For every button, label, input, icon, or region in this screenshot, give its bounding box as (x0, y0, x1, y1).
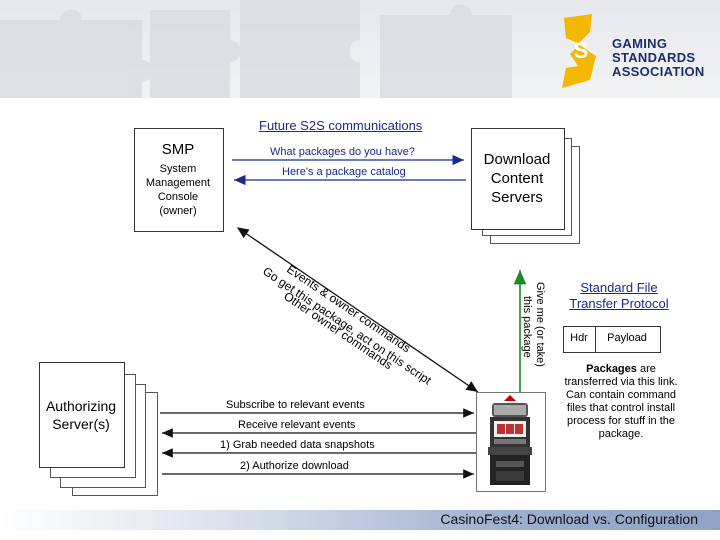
smp-box (134, 128, 224, 232)
msg-receive: Receive relevant events (238, 419, 356, 431)
smp-line-1: System (159, 163, 197, 175)
packages-note-line-4: files that control install (566, 402, 676, 414)
packages-note-line-6: package. (598, 428, 644, 440)
packages-note-bold: Packages (586, 363, 637, 375)
msg-package-catalog: Here's a package catalog (282, 166, 406, 178)
msg-subscribe: Subscribe to relevant events (226, 399, 365, 411)
sftp-line-1: Standard File (580, 280, 658, 295)
auth-line-1: Authorizing (45, 398, 117, 414)
logo-line-3: ASSOCIATION (612, 64, 705, 79)
auth-line-2: Server(s) (52, 416, 110, 432)
logo-line-1: GAMING (612, 36, 668, 51)
footer-title: CasinoFest4: Download vs. Configuration (440, 511, 698, 527)
msg-grab: 1) Grab needed data snapshots (220, 439, 375, 451)
packages-note-line-2: transferred via this link. (564, 376, 678, 388)
svg-text:S: S (574, 38, 589, 63)
download-line-1: Download (483, 151, 551, 168)
puzzle-background (0, 0, 512, 98)
gsa-logo-icon: S (562, 14, 596, 88)
download-box (471, 128, 565, 230)
sftp-line-2: Transfer Protocol (569, 296, 669, 311)
packages-note-line-3: Can contain command (565, 389, 677, 401)
packages-note-line-5: process for stuff in the (566, 415, 676, 427)
future-s2s-title: Future S2S communications (259, 118, 423, 133)
arrow-diagonal (236, 227, 479, 393)
packages-note-rest: are (636, 363, 656, 375)
logo-line-2: STANDARDS (612, 50, 696, 65)
download-line-2: Content (490, 170, 544, 187)
download-line-3: Servers (491, 189, 543, 206)
smp-line-2: Management (145, 177, 211, 189)
packet-payload: Payload (607, 332, 647, 344)
msg-authorize: 2) Authorize download (240, 460, 349, 472)
smp-line-3: Console (157, 191, 199, 203)
give-label-2: this package (521, 296, 533, 358)
packet-hdr: Hdr (570, 332, 588, 344)
auth-box (39, 362, 125, 468)
footer-band (0, 510, 720, 530)
slot-machine-icon (488, 395, 532, 485)
give-label-1: Give me (or take) (534, 282, 546, 367)
smp-line-4: (owner) (159, 205, 197, 217)
packet-payload-box (595, 326, 661, 353)
header-band (0, 0, 720, 98)
smp-title: SMP (161, 141, 195, 158)
packages-note-line-1: Packages are (546, 363, 696, 376)
msg-what-packages: What packages do you have? (270, 146, 415, 158)
